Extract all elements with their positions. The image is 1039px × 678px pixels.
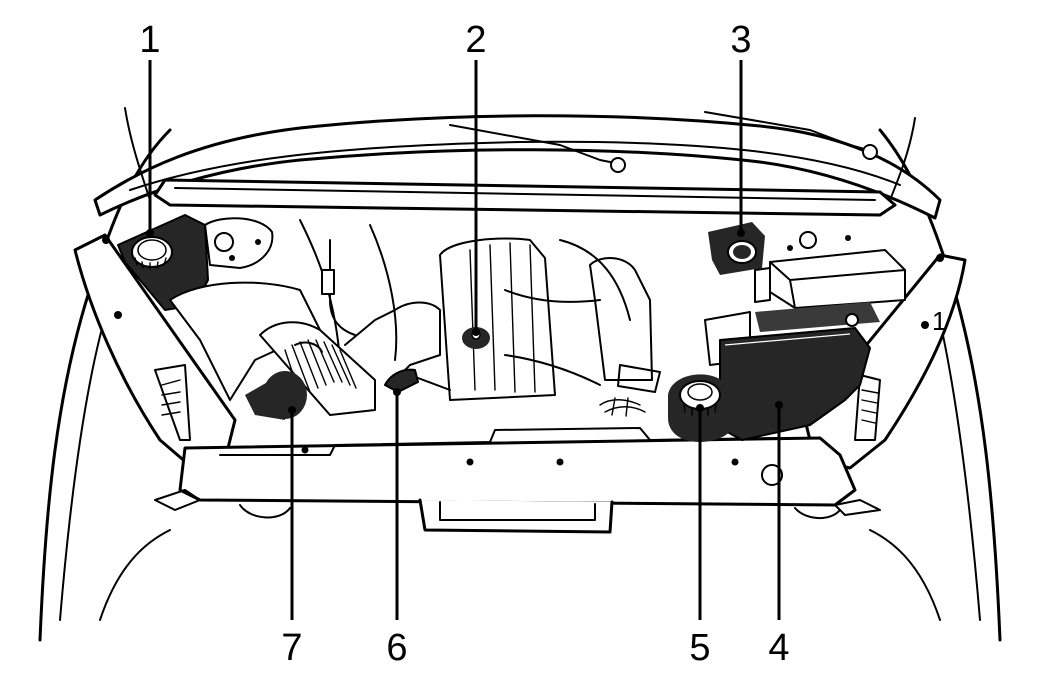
fuse-box [769,231,906,309]
brake-fluid-reservoir [708,222,765,275]
callout-1: 1 [139,19,160,61]
callout-6: 6 [386,627,407,669]
open-hood [93,107,942,220]
callout-3: 3 [730,19,751,61]
air-intake-end-cap [245,371,307,420]
vehicle-body-outline [38,128,1002,642]
wiring-harness [599,397,646,417]
radiator-support [154,427,881,534]
callout-2: 2 [465,19,486,61]
left-wheelhouse-shroud [169,281,321,401]
svg-text:1: 1 [932,306,946,336]
air-intake-hose [259,301,441,416]
cowl-panel [153,178,897,217]
left-strut-tower [204,217,274,269]
oil-dipstick-handle [384,368,451,393]
engine-block [299,219,661,401]
callout-5: 5 [689,627,710,669]
windshield-wipers [449,111,878,173]
callout-7: 7 [281,627,302,669]
callout-4: 4 [768,627,789,669]
leader-lines [146,60,783,620]
battery [704,267,880,366]
